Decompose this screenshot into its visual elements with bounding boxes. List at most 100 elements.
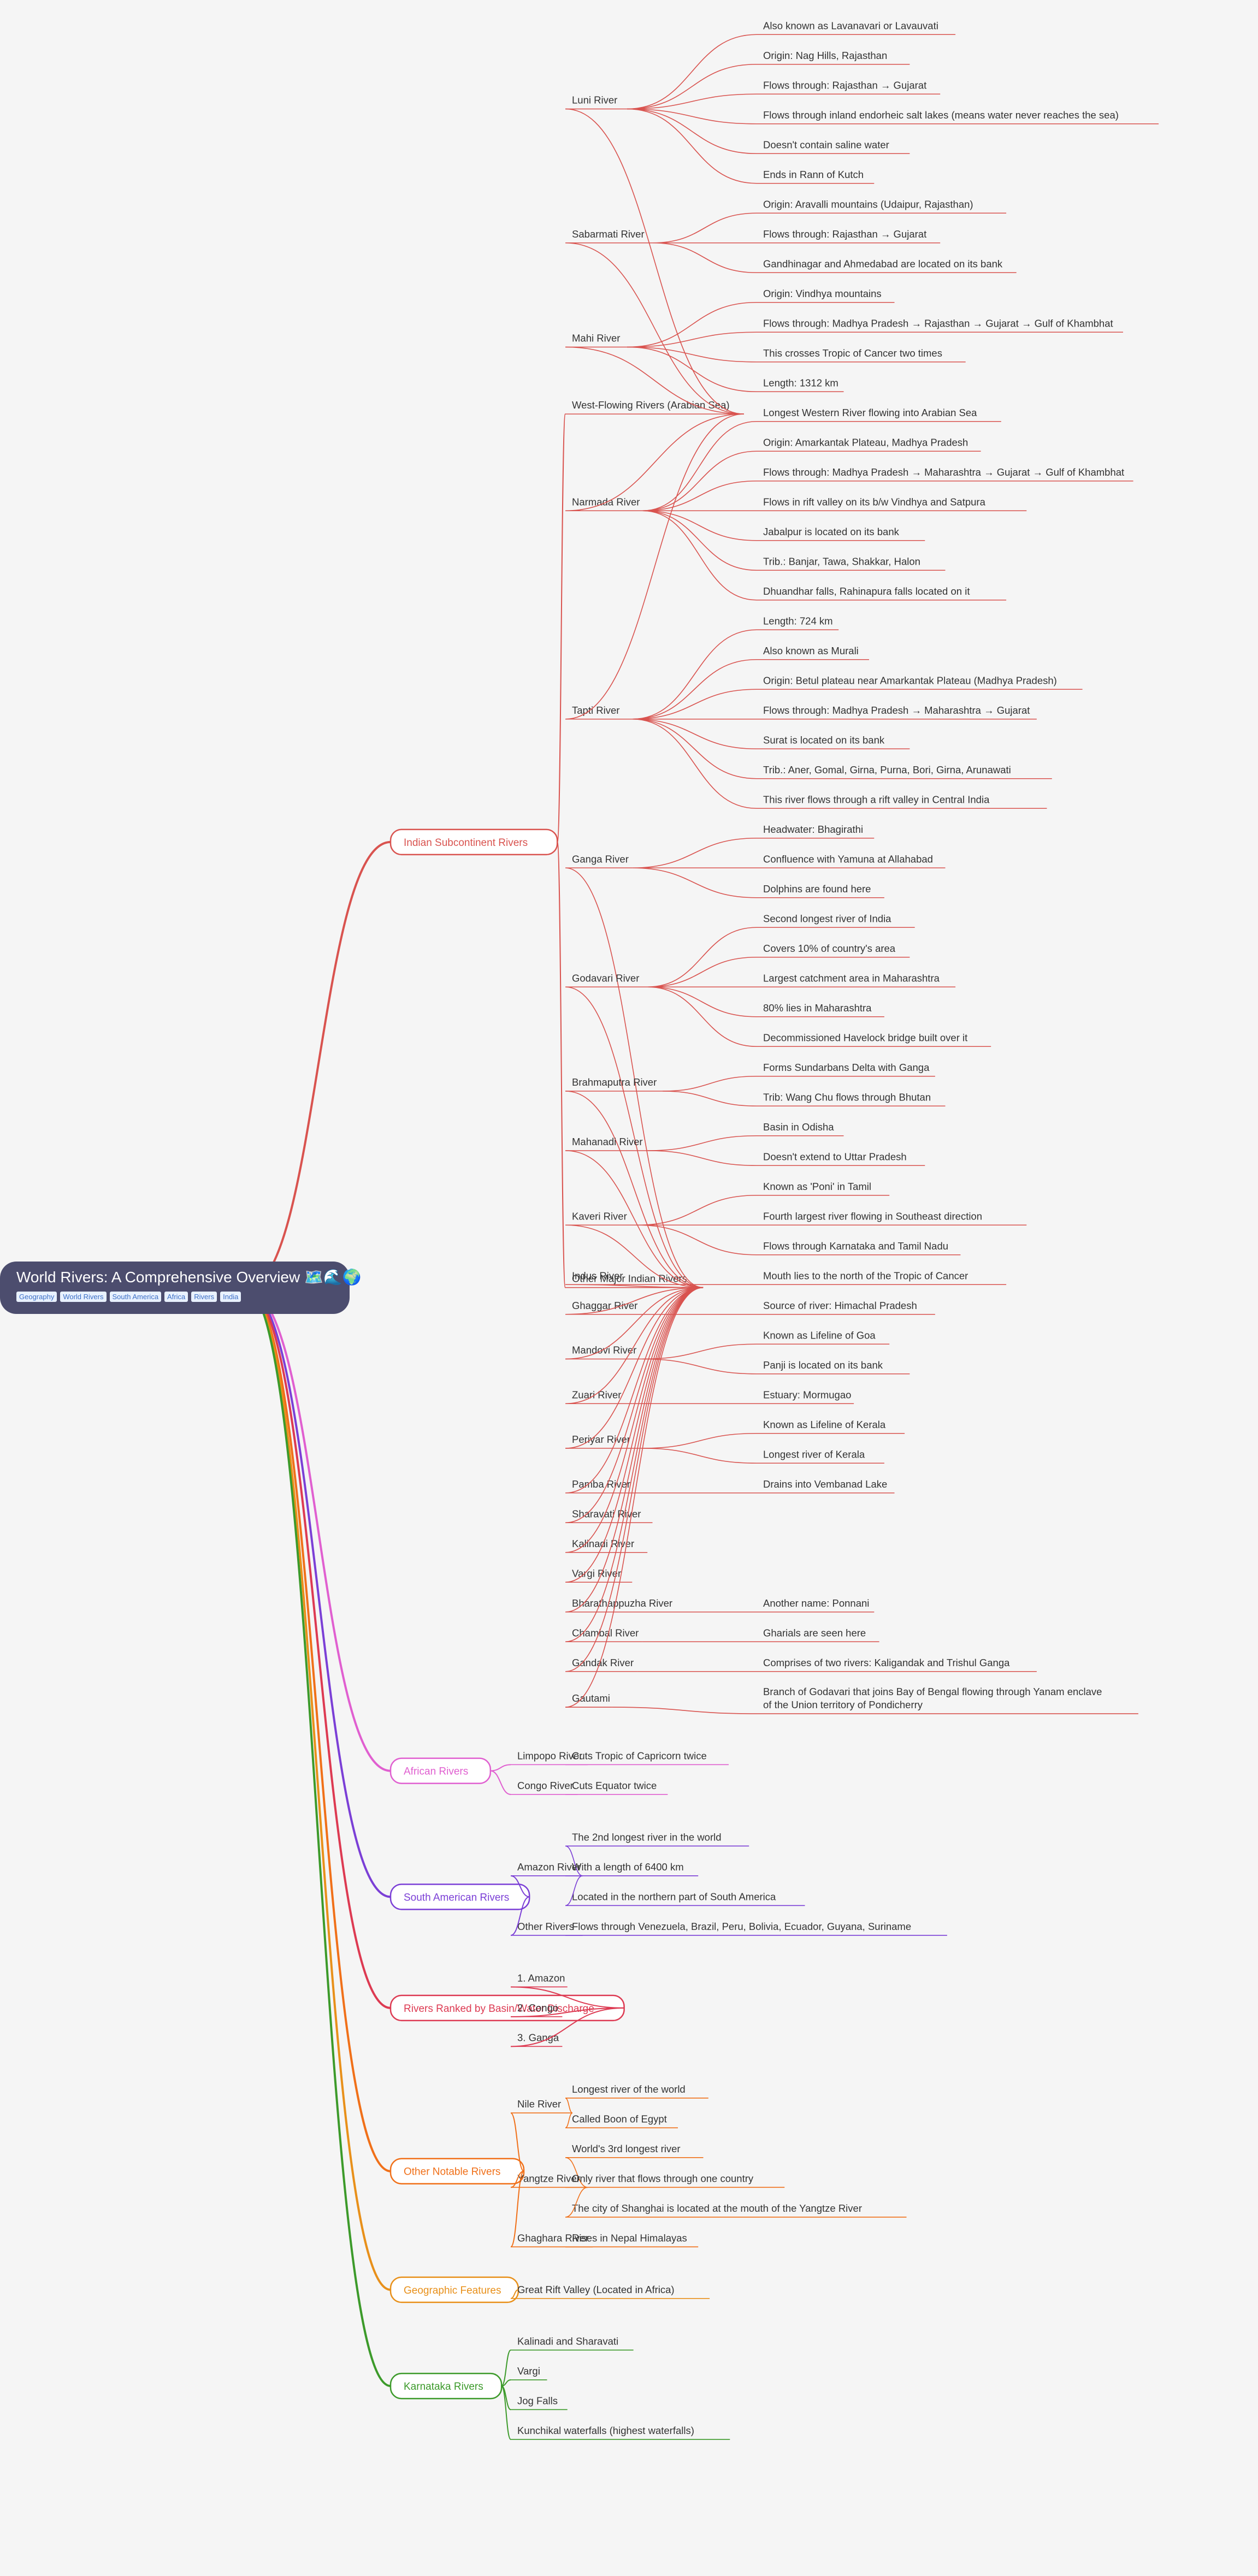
node-gharials-are-seen-here[interactable]: Gharials are seen here xyxy=(757,1627,879,1643)
branch-other-notable-rivers[interactable]: Other Notable Rivers xyxy=(389,2158,525,2184)
node-gandak-river[interactable]: Gandak River xyxy=(565,1657,637,1672)
node-dhuandhar-falls-rahinapura-falls-located[interactable]: Dhuandhar falls, Rahinapura falls locate… xyxy=(757,585,1007,601)
tag-africa[interactable]: Africa xyxy=(164,1292,188,1302)
node-flows-through-karnataka-and-tamil-nadu[interactable]: Flows through Karnataka and Tamil Nadu xyxy=(757,1240,961,1256)
node-fourth-largest-river-flowing-in-southeas[interactable]: Fourth largest river flowing in Southeas… xyxy=(757,1210,1027,1226)
node-known-as-lifeline-of-kerala[interactable]: Known as Lifeline of Kerala xyxy=(757,1419,905,1434)
node-cuts-equator-twice[interactable]: Cuts Equator twice xyxy=(565,1780,668,1795)
node-ghaggar-river[interactable]: Ghaggar River xyxy=(565,1300,642,1315)
node-mouth-lies-to-the-north-of-the-tropic-of[interactable]: Mouth lies to the north of the Tropic of… xyxy=(757,1270,1007,1286)
node-known-as-lifeline-of-goa[interactable]: Known as Lifeline of Goa xyxy=(757,1329,890,1345)
node-dolphins-are-found-here[interactable]: Dolphins are found here xyxy=(757,883,884,898)
node-longest-river-of-the-world[interactable]: Longest river of the world xyxy=(565,2083,708,2099)
node-origin-vindhya-mountains[interactable]: Origin: Vindhya mountains xyxy=(757,288,895,303)
node-great-rift-valley-located-in-africa[interactable]: Great Rift Valley (Located in Africa) xyxy=(511,2284,710,2299)
branch-south-american-rivers[interactable]: South American Rivers xyxy=(389,1884,530,1910)
node-longest-river-of-kerala[interactable]: Longest river of Kerala xyxy=(757,1448,884,1464)
tag-india[interactable]: India xyxy=(220,1292,241,1302)
node-located-in-the-northern-part-of-south-am[interactable]: Located in the northern part of South Am… xyxy=(565,1891,805,1906)
branch-karnataka-rivers[interactable]: Karnataka Rivers xyxy=(389,2372,503,2400)
node-origin-aravalli-mountains-udaipur-rajast[interactable]: Origin: Aravalli mountains (Udaipur, Raj… xyxy=(757,198,1007,214)
node-origin-nag-hills-rajasthan[interactable]: Origin: Nag Hills, Rajasthan xyxy=(757,50,910,65)
node-doesn-t-extend-to-uttar-pradesh[interactable]: Doesn't extend to Uttar Pradesh xyxy=(757,1151,925,1166)
node-length-724-km[interactable]: Length: 724 km xyxy=(757,615,839,631)
node-ganga-river[interactable]: Ganga River xyxy=(565,853,633,869)
node-basin-in-odisha[interactable]: Basin in Odisha xyxy=(757,1121,844,1136)
node-also-known-as-murali[interactable]: Also known as Murali xyxy=(757,645,869,660)
node-vargi[interactable]: Vargi xyxy=(511,2365,547,2380)
node-gandhinagar-and-ahmedabad-are-located-on[interactable]: Gandhinagar and Ahmedabad are located on… xyxy=(757,258,1017,274)
node-the-2nd-longest-river-in-the-world[interactable]: The 2nd longest river in the world xyxy=(565,1831,749,1847)
node-zuari-river[interactable]: Zuari River xyxy=(565,1389,633,1405)
node-kunchikal-waterfalls-highest-waterfalls[interactable]: Kunchikal waterfalls (highest waterfalls… xyxy=(511,2425,730,2440)
tag-world-rivers[interactable]: World Rivers xyxy=(60,1292,107,1302)
node-source-of-river-himachal-pradesh[interactable]: Source of river: Himachal Pradesh xyxy=(757,1300,935,1315)
node-nile-river[interactable]: Nile River xyxy=(511,2098,572,2113)
node-west-flowing-rivers-arabian-sea[interactable]: West-Flowing Rivers (Arabian Sea) xyxy=(565,399,744,414)
tag-south-america[interactable]: South America xyxy=(109,1292,162,1302)
node-mahanadi-river[interactable]: Mahanadi River xyxy=(565,1136,648,1151)
node-only-river-that-flows-through-one-countr[interactable]: Only river that flows through one countr… xyxy=(565,2172,785,2188)
node-ends-in-rann-of-kutch[interactable]: Ends in Rann of Kutch xyxy=(757,169,875,184)
node-rises-in-nepal-himalayas[interactable]: Rises in Nepal Himalayas xyxy=(565,2232,699,2248)
node-cuts-tropic-of-capricorn-twice[interactable]: Cuts Tropic of Capricorn twice xyxy=(565,1750,729,1766)
node-sabarmati-river[interactable]: Sabarmati River xyxy=(565,228,653,244)
tag-rivers[interactable]: Rivers xyxy=(191,1292,217,1302)
node-jabalpur-is-located-on-its-bank[interactable]: Jabalpur is located on its bank xyxy=(757,526,925,541)
node-the-city-of-shanghai-is-located-at-the-m[interactable]: The city of Shanghai is located at the m… xyxy=(565,2202,907,2218)
node-tapti-river[interactable]: Tapti River xyxy=(565,704,633,720)
node-this-river-flows-through-a-rift-valley-i[interactable]: This river flows through a rift valley i… xyxy=(757,793,1047,809)
branch-rivers-ranked-by-basin-water-discharge[interactable]: Rivers Ranked by Basin/Water Discharge xyxy=(389,1994,625,2022)
node-flows-through-inland-endorheic-salt-lake[interactable]: Flows through inland endorheic salt lake… xyxy=(757,109,1159,125)
node-origin-amarkantak-plateau-madhya-pradesh[interactable]: Origin: Amarkantak Plateau, Madhya Prade… xyxy=(757,436,981,452)
node-godavari-river[interactable]: Godavari River xyxy=(565,972,648,988)
node-largest-catchment-area-in-maharashtra[interactable]: Largest catchment area in Maharashtra xyxy=(757,972,956,988)
node-narmada-river[interactable]: Narmada River xyxy=(565,496,642,512)
node-panji-is-located-on-its-bank[interactable]: Panji is located on its bank xyxy=(757,1359,910,1375)
node-drains-into-vembanad-lake[interactable]: Drains into Vembanad Lake xyxy=(757,1478,895,1494)
node-chambal-river[interactable]: Chambal River xyxy=(565,1627,642,1643)
branch-indian-subcontinent-rivers[interactable]: Indian Subcontinent Rivers xyxy=(389,828,558,856)
node-known-as-poni-in-tamil[interactable]: Known as 'Poni' in Tamil xyxy=(757,1181,890,1196)
node-forms-sundarbans-delta-with-ganga[interactable]: Forms Sundarbans Delta with Ganga xyxy=(757,1062,935,1077)
node-gautami[interactable]: Gautami xyxy=(565,1692,612,1708)
tag-geography[interactable]: Geography xyxy=(16,1292,57,1302)
node-longest-western-river-flowing-into-arabi[interactable]: Longest Western River flowing into Arabi… xyxy=(757,407,1001,422)
node-1-amazon[interactable]: 1. Amazon xyxy=(511,1972,568,1988)
node-kalinadi-river[interactable]: Kalinadi River xyxy=(565,1538,648,1553)
node-origin-betul-plateau-near-amarkantak-pla[interactable]: Origin: Betul plateau near Amarkantak Pl… xyxy=(757,674,1083,690)
node-flows-through-madhya-pradesh-maharashtra[interactable]: Flows through: Madhya Pradesh → Maharash… xyxy=(757,466,1133,482)
node-kaveri-river[interactable]: Kaveri River xyxy=(565,1210,637,1226)
node-luni-river[interactable]: Luni River xyxy=(565,94,627,110)
node-with-a-length-of-6400-km[interactable]: With a length of 6400 km xyxy=(565,1861,699,1876)
node-congo-river[interactable]: Congo River xyxy=(511,1780,578,1795)
node-3-ganga[interactable]: 3. Ganga xyxy=(511,2032,563,2047)
node-flows-through-madhya-pradesh-maharashtra[interactable]: Flows through: Madhya Pradesh → Maharash… xyxy=(757,704,1037,720)
node-covers-10-of-country-s-area[interactable]: Covers 10% of country's area xyxy=(757,943,910,958)
node-flows-through-rajasthan-gujarat[interactable]: Flows through: Rajasthan → Gujarat xyxy=(757,228,941,244)
node-surat-is-located-on-its-bank[interactable]: Surat is located on its bank xyxy=(757,734,910,750)
node-branch-of-godavari-that-joins-bay-of-ben[interactable]: Branch of Godavari that joins Bay of Ben… xyxy=(757,1686,1138,1714)
node-80-lies-in-maharashtra[interactable]: 80% lies in Maharashtra xyxy=(757,1002,884,1017)
node-kalinadi-and-sharavati[interactable]: Kalinadi and Sharavati xyxy=(511,2335,634,2351)
node-jog-falls[interactable]: Jog Falls xyxy=(511,2395,568,2411)
node-vargi-river[interactable]: Vargi River xyxy=(565,1567,633,1583)
node-called-boon-of-egypt[interactable]: Called Boon of Egypt xyxy=(565,2113,678,2129)
node-confluence-with-yamuna-at-allahabad[interactable]: Confluence with Yamuna at Allahabad xyxy=(757,853,946,869)
node-brahmaputra-river[interactable]: Brahmaputra River xyxy=(565,1076,663,1092)
node-bharathappuzha-river[interactable]: Bharathappuzha River xyxy=(565,1597,678,1613)
node-sharavati-river[interactable]: Sharavati River xyxy=(565,1508,653,1524)
node-this-crosses-tropic-of-cancer-two-times[interactable]: This crosses Tropic of Cancer two times xyxy=(757,347,966,363)
node-mandovi-river[interactable]: Mandovi River xyxy=(565,1345,642,1360)
node-length-1312-km[interactable]: Length: 1312 km xyxy=(757,377,844,393)
branch-geographic-features[interactable]: Geographic Features xyxy=(389,2276,519,2303)
node-world-s-3rd-longest-river[interactable]: World's 3rd longest river xyxy=(565,2143,704,2158)
node-estuary-mormugao[interactable]: Estuary: Mormugao xyxy=(757,1389,854,1405)
node-trib-banjar-tawa-shakkar-halon[interactable]: Trib.: Banjar, Tawa, Shakkar, Halon xyxy=(757,555,946,571)
node-trib-wang-chu-flows-through-bhutan[interactable]: Trib: Wang Chu flows through Bhutan xyxy=(757,1091,946,1107)
node-flows-in-rift-valley-on-its-b-w-vindhya-[interactable]: Flows in rift valley on its b/w Vindhya … xyxy=(757,496,1027,512)
node-flows-through-madhya-pradesh-rajasthan-g[interactable]: Flows through: Madhya Pradesh → Rajastha… xyxy=(757,317,1123,333)
branch-african-rivers[interactable]: African Rivers xyxy=(389,1757,492,1784)
node-trib-aner-gomal-girna-purna-bori-girna-a[interactable]: Trib.: Aner, Gomal, Girna, Purna, Bori, … xyxy=(757,764,1052,779)
node-another-name-ponnani[interactable]: Another name: Ponnani xyxy=(757,1597,875,1613)
